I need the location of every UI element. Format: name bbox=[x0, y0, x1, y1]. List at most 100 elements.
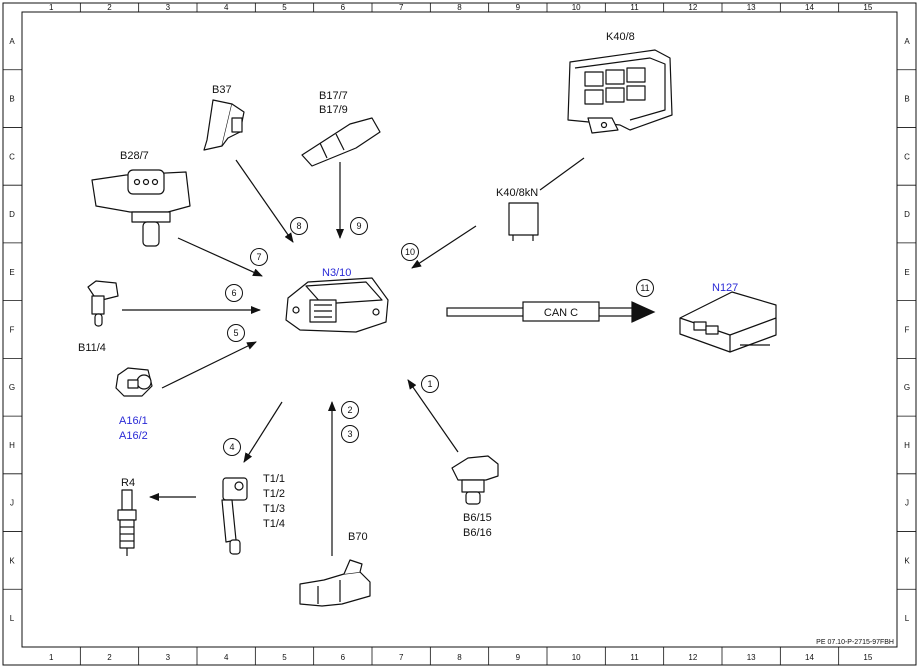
step-marker: 6 bbox=[225, 284, 243, 302]
row-label: D bbox=[904, 210, 910, 219]
label-r4: R4 bbox=[121, 477, 135, 489]
step-number: 8 bbox=[296, 221, 301, 231]
column-label: 9 bbox=[516, 653, 521, 662]
arrow-b28-7-to-n3-10 bbox=[177, 237, 263, 277]
label-b6-15: B6/15 bbox=[463, 512, 492, 524]
column-label: 6 bbox=[341, 3, 346, 12]
column-label: 3 bbox=[166, 3, 171, 12]
step-marker: 3 bbox=[341, 425, 359, 443]
row-label: L bbox=[905, 614, 910, 623]
row-label: C bbox=[904, 152, 910, 161]
step-marker: 2 bbox=[341, 401, 359, 419]
row-label: F bbox=[905, 326, 910, 335]
row-label: A bbox=[904, 37, 910, 46]
row-label: K bbox=[904, 556, 910, 565]
label-b70: B70 bbox=[348, 531, 368, 543]
arrow-a16-to-n3-10 bbox=[161, 341, 257, 389]
step-circle bbox=[290, 217, 308, 235]
column-label: 14 bbox=[805, 653, 814, 662]
step-number: 6 bbox=[231, 288, 236, 298]
label-k40-8kn: K40/8kN bbox=[496, 187, 538, 199]
row-label: F bbox=[10, 326, 15, 335]
label-b17-7: B17/7 bbox=[319, 90, 348, 102]
column-label: 7 bbox=[399, 653, 404, 662]
label-t1-1: T1/1 bbox=[263, 473, 285, 485]
arrow-b6-to-n3-10 bbox=[407, 379, 459, 453]
step-marker: 11 bbox=[636, 279, 654, 297]
row-label: G bbox=[9, 383, 15, 392]
sensor-b6-15-b6-16 bbox=[451, 455, 499, 505]
sensor-b11-4 bbox=[87, 280, 119, 327]
fuse-relay-module-k40-8 bbox=[567, 49, 673, 134]
column-label: 1 bbox=[49, 3, 54, 12]
column-label: 10 bbox=[572, 3, 581, 12]
column-label: 15 bbox=[863, 653, 872, 662]
row-label: A bbox=[9, 37, 15, 46]
step-marker: 7 bbox=[250, 248, 268, 266]
label-n127: N127 bbox=[712, 282, 738, 294]
arrow-b37-to-n3-10 bbox=[235, 159, 294, 243]
sensor-b28-7 bbox=[91, 169, 191, 247]
can-bus-arrow bbox=[446, 301, 656, 323]
column-label: 7 bbox=[399, 3, 404, 12]
step-number: 7 bbox=[256, 252, 261, 262]
row-label: E bbox=[9, 268, 14, 277]
ignition-coil-t1 bbox=[221, 477, 248, 555]
column-label: 6 bbox=[341, 653, 346, 662]
step-circle bbox=[341, 401, 359, 419]
column-label: 15 bbox=[863, 3, 872, 12]
row-ticks bbox=[3, 69, 916, 590]
row-label: J bbox=[905, 499, 909, 508]
column-label: 2 bbox=[107, 653, 112, 662]
row-label: D bbox=[9, 210, 15, 219]
column-label: 8 bbox=[457, 3, 462, 12]
knock-sensor-a16 bbox=[115, 367, 153, 397]
step-number: 1 bbox=[427, 379, 432, 389]
can-bus-label: CAN C bbox=[544, 307, 578, 319]
label-b37: B37 bbox=[212, 84, 232, 96]
label-t1-4: T1/4 bbox=[263, 518, 285, 530]
column-label: 4 bbox=[224, 653, 229, 662]
column-label: 2 bbox=[107, 3, 112, 12]
row-label: K bbox=[9, 556, 15, 565]
step-circle bbox=[250, 248, 268, 266]
step-markers: 1 2 3 4 5 6 7 8 9 10 11 bbox=[223, 217, 654, 456]
row-label: H bbox=[9, 441, 15, 450]
row-label: L bbox=[10, 614, 15, 623]
column-label: 5 bbox=[282, 653, 287, 662]
step-circle bbox=[341, 425, 359, 443]
column-label: 11 bbox=[630, 3, 639, 12]
row-label: B bbox=[904, 95, 909, 104]
step-number: 3 bbox=[347, 429, 352, 439]
label-b17-9: B17/9 bbox=[319, 104, 348, 116]
step-number: 9 bbox=[356, 221, 361, 231]
step-circle bbox=[636, 279, 654, 297]
step-circle bbox=[401, 243, 419, 261]
drawing-reference: PE 07.10-P-2715-97FBH bbox=[816, 639, 894, 646]
step-marker: 10 bbox=[401, 243, 419, 261]
row-label: H bbox=[904, 441, 910, 450]
label-a16-2: A16/2 bbox=[119, 430, 148, 442]
arrow-n3-10-to-t1 bbox=[243, 401, 283, 463]
step-marker: 4 bbox=[223, 438, 241, 456]
line-k40-8-to-k40-8kn bbox=[539, 157, 585, 191]
label-b28-7: B28/7 bbox=[120, 150, 149, 162]
step-circle bbox=[227, 324, 245, 342]
step-number: 5 bbox=[233, 328, 238, 338]
column-label: 12 bbox=[688, 653, 697, 662]
arrow-k40-8kn-to-n3-10 bbox=[411, 225, 477, 269]
step-marker: 5 bbox=[227, 324, 245, 342]
column-label: 8 bbox=[457, 653, 462, 662]
column-label: 3 bbox=[166, 653, 171, 662]
column-label: 14 bbox=[805, 3, 814, 12]
column-label: 12 bbox=[688, 3, 697, 12]
row-label: J bbox=[10, 499, 14, 508]
step-number: 11 bbox=[640, 283, 649, 293]
sensor-b37 bbox=[203, 99, 245, 151]
